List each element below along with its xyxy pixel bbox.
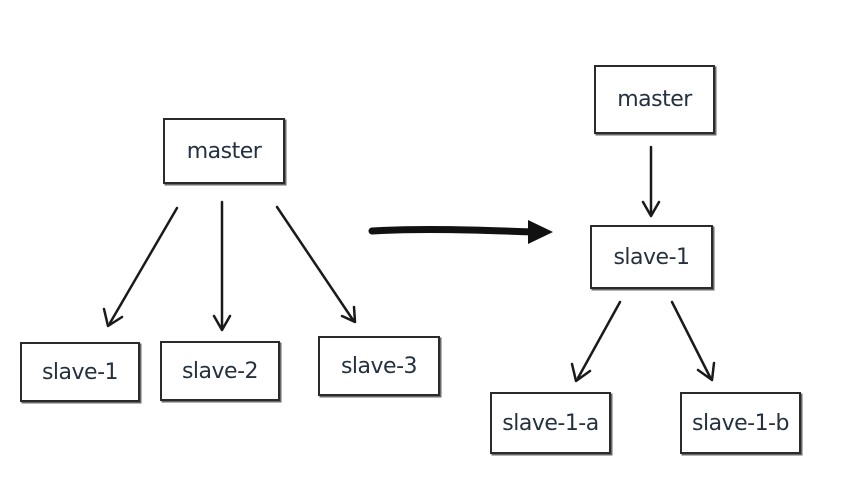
edge-master-to-slave-3-left [275, 205, 357, 324]
node-label: slave-1-a [502, 410, 599, 436]
node-slave-1-left: slave-1 [20, 342, 140, 402]
node-label: slave-3 [340, 353, 418, 379]
node-slave-1-a: slave-1-a [490, 392, 611, 454]
node-label: slave-1 [613, 244, 690, 270]
node-label: slave-1-b [692, 410, 789, 436]
edge-master-to-slave-1-right [641, 145, 661, 218]
edge-master-to-slave-1-left [102, 206, 179, 328]
node-label: master [186, 138, 262, 164]
node-label: master [617, 87, 692, 112]
edge-master-to-slave-2-left [212, 200, 232, 332]
node-label: slave-1 [41, 359, 119, 385]
edge-slave-1-to-slave-1-b [670, 300, 716, 382]
node-slave-2-left: slave-2 [160, 341, 280, 401]
node-master-left: master [163, 118, 285, 184]
node-slave-1-right: slave-1 [590, 225, 713, 289]
edge-slave-1-to-slave-1-a [570, 300, 622, 383]
node-slave-1-b: slave-1-b [680, 392, 801, 454]
node-label: slave-2 [181, 358, 259, 384]
node-master-right: master [594, 65, 715, 134]
transition-arrow [368, 220, 553, 244]
node-slave-3-left: slave-3 [318, 336, 440, 396]
